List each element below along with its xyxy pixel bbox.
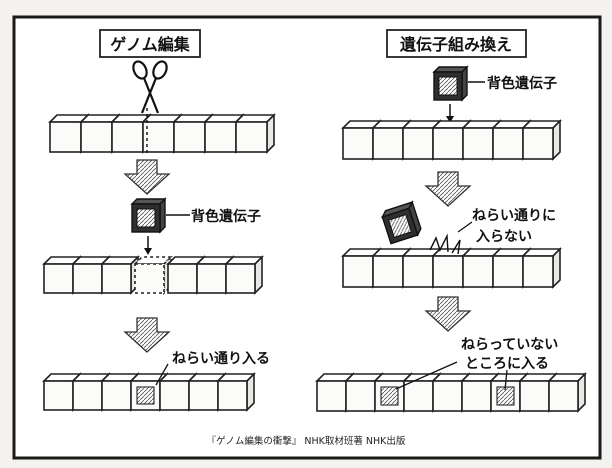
left-insert-arrowhead [144, 248, 152, 255]
dna-cube [234, 113, 276, 154]
dna-cube [100, 255, 140, 295]
right-insert-arrowhead [446, 116, 454, 123]
left-dna-row-1 [48, 108, 276, 155]
scissors-icon [132, 60, 168, 114]
dna-cube [521, 119, 562, 161]
left-dna-row-2 [42, 255, 264, 295]
gene-block-icon [130, 197, 167, 234]
down-arrow-icon [123, 159, 171, 195]
right-miss-pointer [457, 221, 473, 233]
dna-cube [371, 119, 412, 161]
right-result-label-line2: ところに入る [465, 356, 549, 372]
dna-cube [216, 372, 256, 412]
right-result-pointer-b [504, 369, 508, 391]
right-gene-label: 背色遺伝子 [487, 75, 557, 92]
source-caption: 『ゲノム編集の衝撃』 NHK取材班著 NHK出版 [207, 435, 406, 447]
left-gene-label: 背色遺伝子 [191, 208, 261, 225]
right-dna-row-2 [341, 247, 562, 289]
right-dna-row-3 [315, 372, 587, 413]
down-arrow-icon [424, 171, 472, 207]
left-result-pointer [155, 363, 169, 386]
dna-cube [224, 255, 264, 295]
dna-cube [521, 247, 562, 289]
dna-cube [491, 247, 532, 289]
left-dna-row-3 [42, 372, 256, 412]
gene-block-icon [432, 65, 469, 102]
left-title: ゲノム編集 [110, 35, 191, 54]
right-result-pointer-a [395, 361, 458, 390]
right-miss-label-line2: 入らない [476, 229, 532, 245]
left-result-label: ねらい通り入る [172, 351, 270, 367]
dna-cube [547, 372, 587, 413]
impact-spark-icon [429, 233, 461, 255]
right-dna-row-1 [341, 119, 562, 161]
gene-block-rejected-icon [380, 200, 422, 245]
right-miss-label-line1: ねらい通りに [472, 208, 556, 224]
right-title-box [386, 29, 527, 58]
down-arrow-icon [123, 317, 171, 353]
left-title-box [99, 29, 201, 58]
process-arrows [123, 159, 472, 353]
dna-cube [158, 372, 198, 412]
down-arrow-icon [424, 296, 472, 332]
right-title: 遺伝子組み換え [400, 35, 512, 54]
dna-cube [133, 255, 173, 295]
right-result-label-line1: ねらっていない [461, 337, 558, 353]
